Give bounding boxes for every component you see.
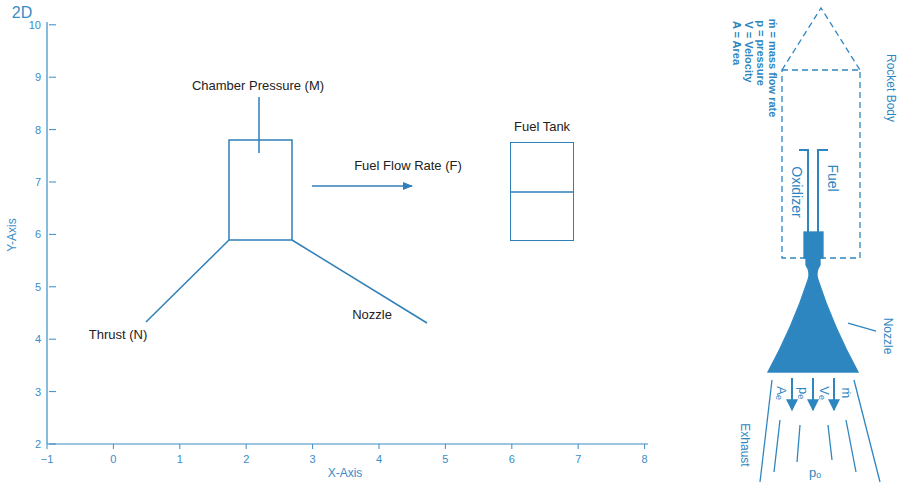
exhaust-arrow (791, 378, 793, 410)
tick-label: 2 (35, 438, 41, 451)
pipe-label: Oxidizer (789, 166, 805, 217)
exhaust-arrow (833, 378, 835, 410)
tick-mark (379, 444, 380, 449)
tick-mark (113, 444, 114, 449)
flow-arrow (312, 185, 412, 187)
tick-mark (49, 24, 56, 25)
exhaust-line (854, 380, 880, 482)
chamber-box (229, 140, 292, 240)
tick-mark (445, 444, 446, 449)
tick-mark (511, 444, 512, 449)
tick-mark (49, 444, 56, 445)
tick-mark (644, 444, 645, 449)
exhaust-line (828, 425, 832, 460)
tick-label: 0 (110, 453, 116, 466)
leader-line (258, 97, 260, 153)
part-label: Rocket Body (883, 54, 897, 122)
legend-text: p = pressure (755, 20, 768, 86)
tick-label: −1 (41, 453, 54, 466)
thrust-line (146, 240, 229, 322)
x-ticks (47, 444, 645, 449)
nose-cone (782, 8, 860, 70)
combustion-chamber (804, 232, 823, 258)
legend-text: A = Area (731, 21, 744, 65)
symbol-label: Vₑ (817, 386, 832, 400)
part-label: Nozzle (350, 308, 394, 323)
nozzle-line (292, 240, 427, 323)
legend-text: V = Velocity (743, 21, 756, 82)
tick-mark (49, 339, 56, 340)
axis-title: Y-Axis (6, 218, 20, 252)
tick-mark (578, 444, 579, 449)
tick-label: 10 (29, 18, 41, 31)
rocket (760, 8, 880, 482)
tick-mark (47, 444, 48, 449)
box-heading: Fuel Tank (514, 120, 570, 135)
part-label: Thrust (N) (89, 328, 148, 343)
tick-mark (49, 286, 56, 287)
tick-label: 1 (177, 453, 183, 466)
flow-label: Fuel Flow Rate (F) (354, 159, 462, 174)
exhaust-arrow (812, 378, 814, 410)
tick-label: 7 (575, 453, 581, 466)
exhaust-line (797, 425, 800, 462)
tick-mark (49, 77, 56, 78)
tick-mark (49, 234, 56, 235)
symbol-label: pₑ (796, 387, 811, 399)
tank-box: Fuel Tank (510, 142, 574, 241)
axis-title: X-Axis (328, 467, 363, 481)
nozzle-bell (768, 258, 858, 372)
exhaust-line (774, 420, 780, 472)
tick-label: 3 (310, 453, 316, 466)
exhaust-line (846, 420, 856, 472)
tank-divider (510, 191, 573, 193)
tick-mark (49, 182, 56, 183)
tick-label: 8 (642, 453, 648, 466)
axes (47, 22, 648, 444)
tick-label: 8 (35, 123, 41, 136)
tick-label: 2 (243, 453, 249, 466)
leader-line (848, 323, 876, 331)
tick-label: 4 (376, 453, 382, 466)
tick-label: 4 (35, 333, 41, 346)
symbol-label: pₒ (809, 466, 821, 481)
exhaust-line (760, 380, 772, 482)
tick-label: 7 (35, 176, 41, 189)
tick-mark (312, 444, 313, 449)
symbol-label: Aₑ (774, 386, 789, 400)
tick-label: 5 (442, 453, 448, 466)
part-label: Nozzle (880, 318, 894, 355)
tick-label: 5 (35, 280, 41, 293)
tick-mark (246, 444, 247, 449)
tick-mark (49, 129, 56, 130)
tick-label: 9 (35, 71, 41, 84)
pipe-label: Fuel (825, 164, 841, 191)
y-ticks (49, 25, 56, 444)
part-label: Exhaust (737, 423, 751, 466)
tick-mark (49, 391, 56, 392)
rocket-body (782, 70, 860, 258)
tick-label: 3 (35, 385, 41, 398)
legend-text: ṁ = mass flow rate (767, 19, 780, 118)
part-label: Chamber Pressure (M) (192, 79, 324, 94)
tick-label: 6 (35, 228, 41, 241)
tick-label: 6 (509, 453, 515, 466)
tick-mark (179, 444, 180, 449)
schematic (146, 97, 573, 323)
symbol-label: ṁ (839, 388, 854, 399)
